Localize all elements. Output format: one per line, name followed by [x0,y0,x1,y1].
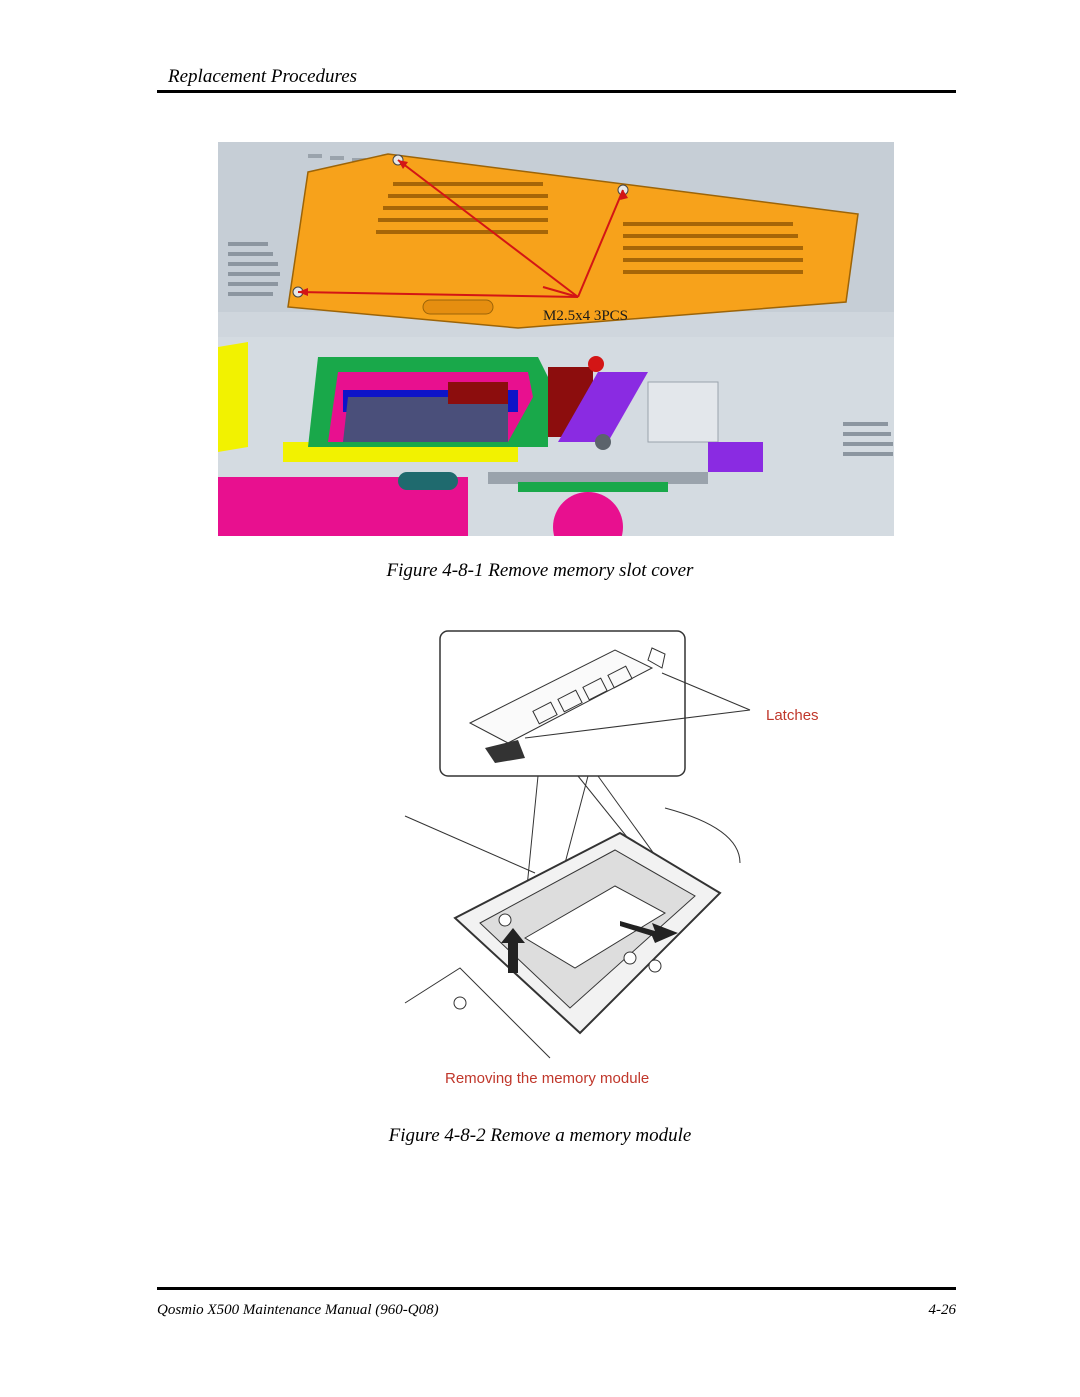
page-header-title: Replacement Procedures [168,66,358,87]
footer-divider [157,1287,956,1290]
memory-slot-cover-illustration: M2.5x4 3PCS [218,142,894,536]
removing-module-subtitle: Removing the memory module [445,1070,649,1087]
footer-page-number: 4-26 [928,1302,957,1318]
figure-memory-slot-cover: M2.5x4 3PCS [218,142,894,536]
memory-module-illustration: Latches Removing the memory module [404,630,819,1087]
latches-label: Latches [766,707,819,724]
figure-remove-memory-module: Latches Removing the memory module [400,628,840,1098]
screw-callout-label: M2.5x4 3PCS [543,308,628,324]
figure1-caption: Figure 4-8-1 Remove memory slot cover [386,560,694,581]
figure2-caption: Figure 4-8-2 Remove a memory module [388,1125,692,1146]
footer-manual-title: Qosmio X500 Maintenance Manual (960-Q08) [157,1302,439,1318]
header-divider [157,90,956,93]
